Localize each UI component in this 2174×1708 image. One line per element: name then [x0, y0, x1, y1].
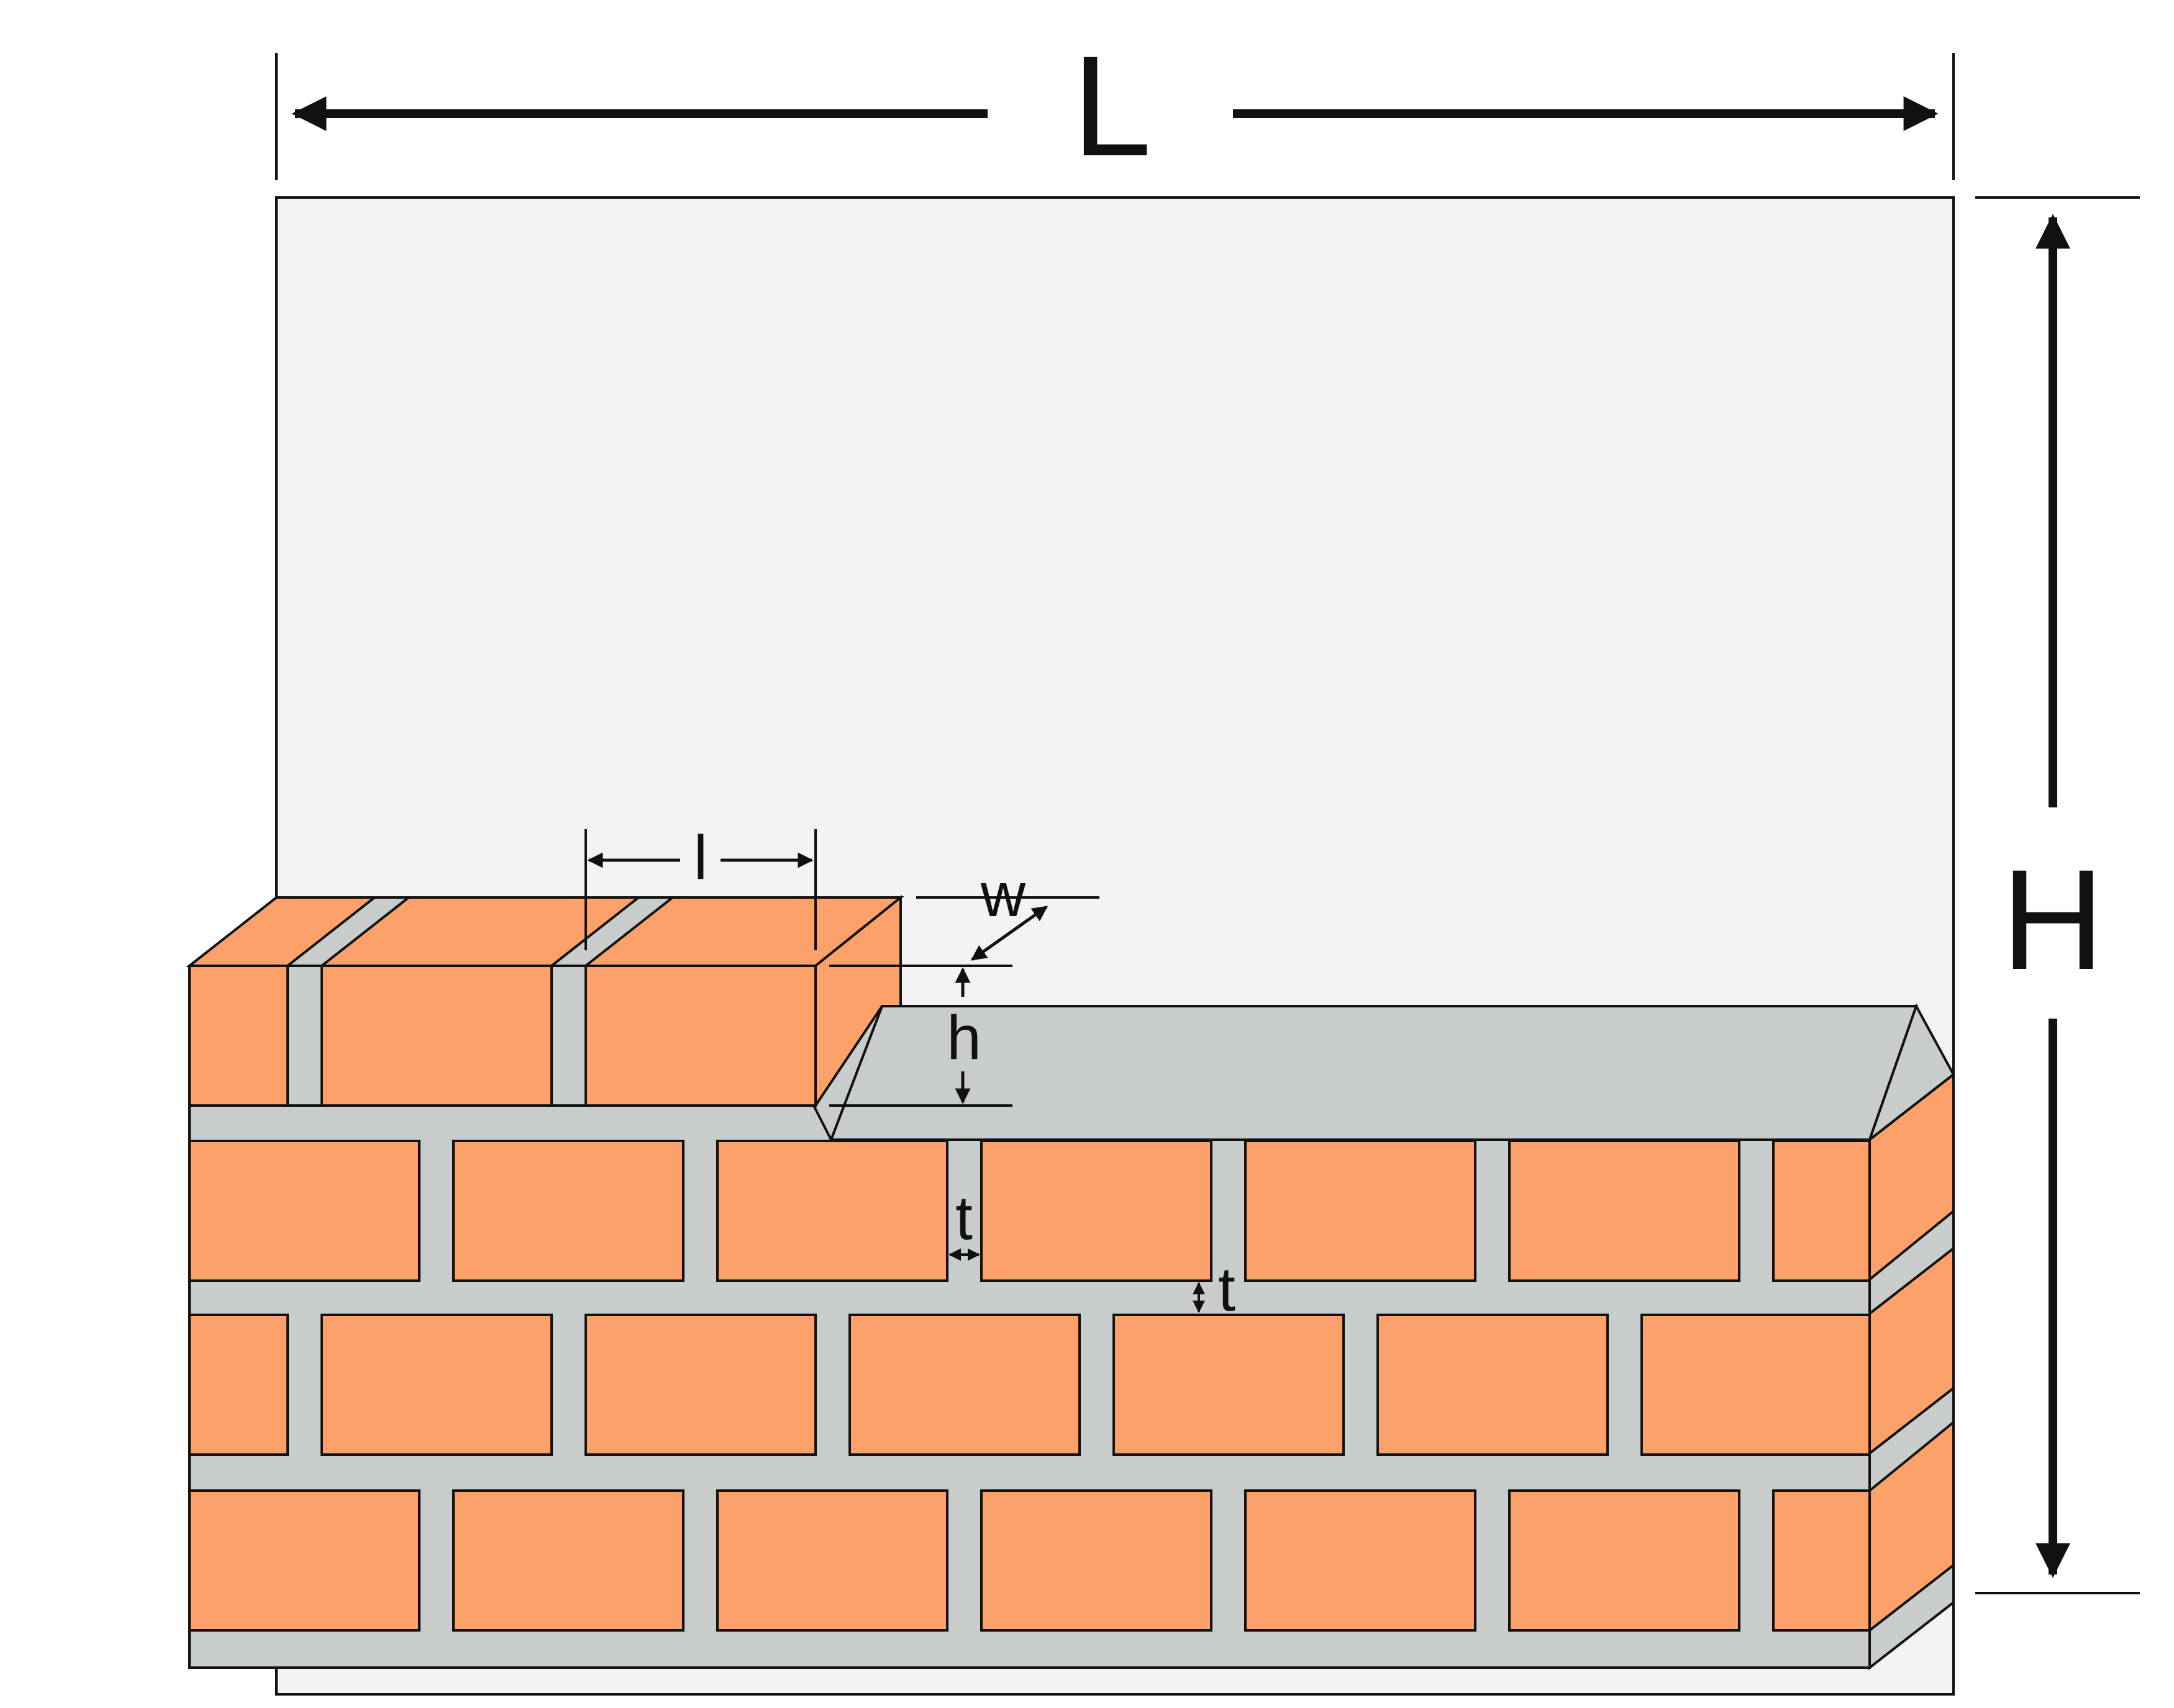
label-w: w — [980, 860, 1026, 930]
brick — [584, 1314, 817, 1456]
brick — [452, 1140, 684, 1282]
brick — [321, 1314, 553, 1456]
dimension-w — [916, 896, 1099, 961]
brick-row-1 — [188, 1140, 1871, 1282]
brick-row-2 — [188, 1314, 1871, 1456]
brick — [1112, 1314, 1345, 1456]
brick — [188, 1140, 421, 1282]
dimension-l — [584, 829, 817, 950]
brick — [848, 1314, 1081, 1456]
mortar-top-joint — [548, 896, 676, 967]
label-l: l — [694, 823, 707, 893]
brick — [1508, 1489, 1740, 1632]
top-course-surface — [186, 896, 904, 967]
brick — [716, 1489, 948, 1632]
label-h: h — [947, 1003, 981, 1073]
brick — [188, 1489, 421, 1632]
label-L: L — [1072, 26, 1152, 186]
brick — [321, 965, 553, 1107]
brick — [1640, 1314, 1871, 1456]
brick — [980, 1140, 1212, 1282]
brick-row-3 — [188, 1489, 1871, 1632]
brick — [1508, 1140, 1740, 1282]
wall-top-bed — [829, 1005, 1918, 1141]
brick — [188, 1314, 289, 1456]
mortar-top-joint — [284, 896, 412, 967]
label-H: H — [2001, 840, 2104, 999]
label-t-vertical: t — [955, 1183, 973, 1253]
top-course — [186, 894, 904, 1110]
dimension-h — [829, 965, 1012, 1107]
brick — [1376, 1314, 1609, 1456]
brick — [1244, 1140, 1476, 1282]
brick — [188, 965, 289, 1107]
dimension-L — [275, 53, 1955, 180]
brick — [980, 1489, 1212, 1632]
dimension-H — [1975, 196, 2140, 1594]
brick — [1772, 1140, 1871, 1282]
brick — [1244, 1489, 1476, 1632]
brick — [452, 1489, 684, 1632]
brick — [1772, 1489, 1871, 1632]
brick — [584, 965, 817, 1107]
label-t-horizontal: t — [1218, 1255, 1235, 1324]
brick — [716, 1140, 948, 1282]
